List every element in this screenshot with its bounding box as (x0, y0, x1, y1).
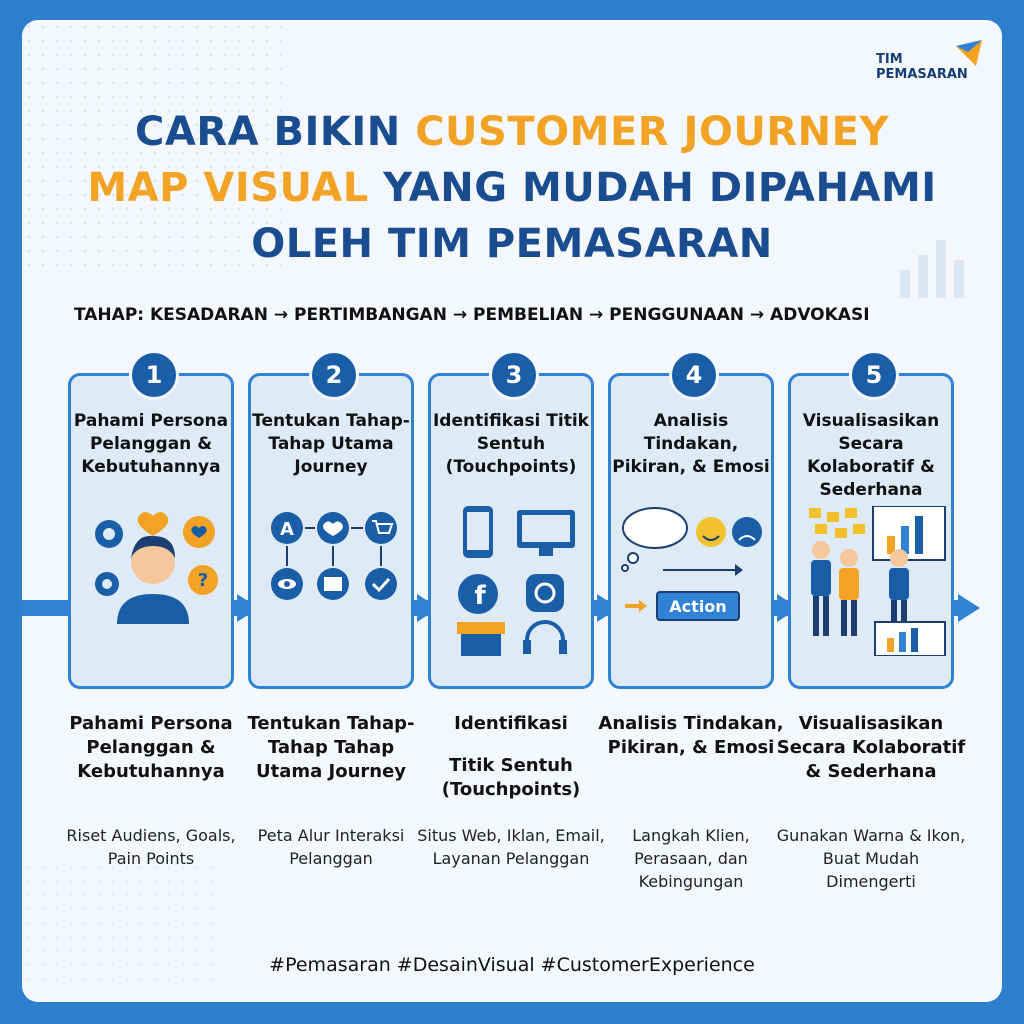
cart-icon (365, 512, 397, 544)
arrow-head-5 (958, 594, 980, 622)
question-icon: ? (188, 565, 218, 595)
title-highlight1: CUSTOMER JOURNEY (415, 109, 889, 155)
journey-flow-illustration: A (271, 512, 397, 600)
sad-icon (732, 517, 762, 547)
logo-text: TIM PEMASARAN (876, 52, 986, 82)
step-desc-1: Riset Audiens, Goals, Pain Points (66, 826, 236, 868)
arrow-icon (663, 564, 743, 576)
decorative-dots (22, 20, 282, 270)
logo-mark-icon (956, 40, 982, 66)
step-desc-5: Gunakan Warna & Ikon, Buat Mudah Dimenge… (776, 826, 966, 891)
touchpoints-illustration: f (457, 506, 575, 656)
persona-illustration: ? (95, 512, 218, 624)
step-card-title: Analisis Tindakan, Pikiran, & Emosi (612, 411, 770, 477)
svg-text:f: f (474, 581, 486, 611)
chart-board-icon (872, 506, 946, 561)
team-icon (811, 541, 909, 636)
svg-text:?: ? (198, 570, 208, 591)
step-subtitle-5: Visualisasikan Secara Kolaboratif & Sede… (776, 713, 966, 782)
step-card-title: Pahami Persona Pelanggan & Kebutuhannya (73, 411, 229, 477)
step-number-3: 3 (489, 350, 539, 400)
payment-icon (317, 568, 349, 600)
step-number-2: 2 (309, 350, 359, 400)
step-card-title: Identifikasi Titik Sentuh (Touchpoints) (432, 411, 589, 477)
headset-icon (523, 620, 567, 654)
action-chip: Action (625, 591, 740, 621)
stages-line: TAHAP: KESADARAN → PERTIMBANGAN → PEMBEL… (74, 305, 870, 325)
sticky-notes-icon (809, 508, 865, 538)
title-part2: YANG MUDAH DIPAHAMI (368, 165, 937, 211)
step-subtitle-3-line1: Identifikasi (454, 713, 568, 734)
phone-icon (463, 506, 493, 558)
desk-chart-icon (874, 621, 946, 656)
eye-icon (271, 568, 303, 600)
brand-logo: TIM PEMASARAN (876, 38, 986, 88)
step-card-1: Pahami Persona Pelanggan & Kebutuhannya … (68, 373, 234, 689)
step-desc-3: Situs Web, Iklan, Email, Layanan Pelangg… (417, 826, 605, 868)
logo-text-line1: TIM (876, 52, 903, 67)
step-desc-2: Peta Alur Interaksi Pelanggan (257, 826, 405, 868)
facebook-icon: f (458, 574, 498, 614)
step-card-title: Tentukan Tahap-Tahap Utama Journey (252, 411, 410, 477)
step-number-4: 4 (669, 350, 719, 400)
step-card-2: Tentukan Tahap-Tahap Utama Journey A (248, 373, 414, 689)
store-icon (457, 622, 505, 656)
title-part3: OLEH TIM PEMASARAN (251, 221, 773, 267)
decorative-dots-bottom (22, 860, 222, 990)
thought-cloud-icon (621, 507, 688, 572)
flow-a-icon: A (271, 512, 303, 544)
step-number-1: 1 (129, 350, 179, 400)
step-card-5: Visualisasikan Secara Kolaboratif & Sede… (788, 373, 954, 689)
hashtags: #Pemasaran #DesainVisual #CustomerExperi… (269, 954, 755, 976)
step-subtitle-3-line2: Titik Sentuh (Touchpoints) (441, 755, 581, 800)
person-icon (117, 535, 189, 624)
step-subtitle-2: Tentukan Tahap-Tahap Tahap Utama Journey (247, 713, 415, 782)
heart-icon (137, 512, 169, 536)
step-subtitle-4: Analisis Tindakan, Pikiran, & Emosi (598, 713, 784, 758)
collaboration-illustration (809, 506, 946, 656)
step-number-5: 5 (849, 350, 899, 400)
decorative-bar-chart-icon (900, 240, 964, 298)
title-highlight2: MAP VISUAL (87, 165, 369, 211)
title-part1: CARA BIKIN (135, 109, 416, 155)
logo-text-line2: PEMASARAN (876, 67, 968, 82)
emotion-analysis-illustration: Action (621, 507, 762, 621)
step-desc-4: Langkah Klien, Perasaan, dan Kebingungan (632, 826, 750, 891)
gear-icon (95, 520, 123, 596)
smile-icon (696, 517, 726, 547)
chat-heart-icon (183, 516, 215, 548)
step-subtitle-3: Identifikasi Titik Sentuh (Touchpoints) (416, 712, 606, 802)
step-card-title: Visualisasikan Secara Kolaboratif & Sede… (802, 411, 940, 500)
step-card-4: Analisis Tindakan, Pikiran, & Emosi Acti… (608, 373, 774, 689)
heart-icon (317, 512, 349, 544)
step-subtitle-1: Pahami Persona Pelanggan & Kebutuhannya (69, 713, 233, 782)
step-card-3: Identifikasi Titik Sentuh (Touchpoints) … (428, 373, 594, 689)
monitor-icon (517, 510, 575, 556)
instagram-icon (526, 574, 564, 612)
page-title: CARA BIKIN CUSTOMER JOURNEY MAP VISUAL Y… (60, 104, 964, 272)
check-icon (365, 568, 397, 600)
svg-text:A: A (280, 519, 294, 540)
svg-text:Action: Action (669, 597, 726, 616)
